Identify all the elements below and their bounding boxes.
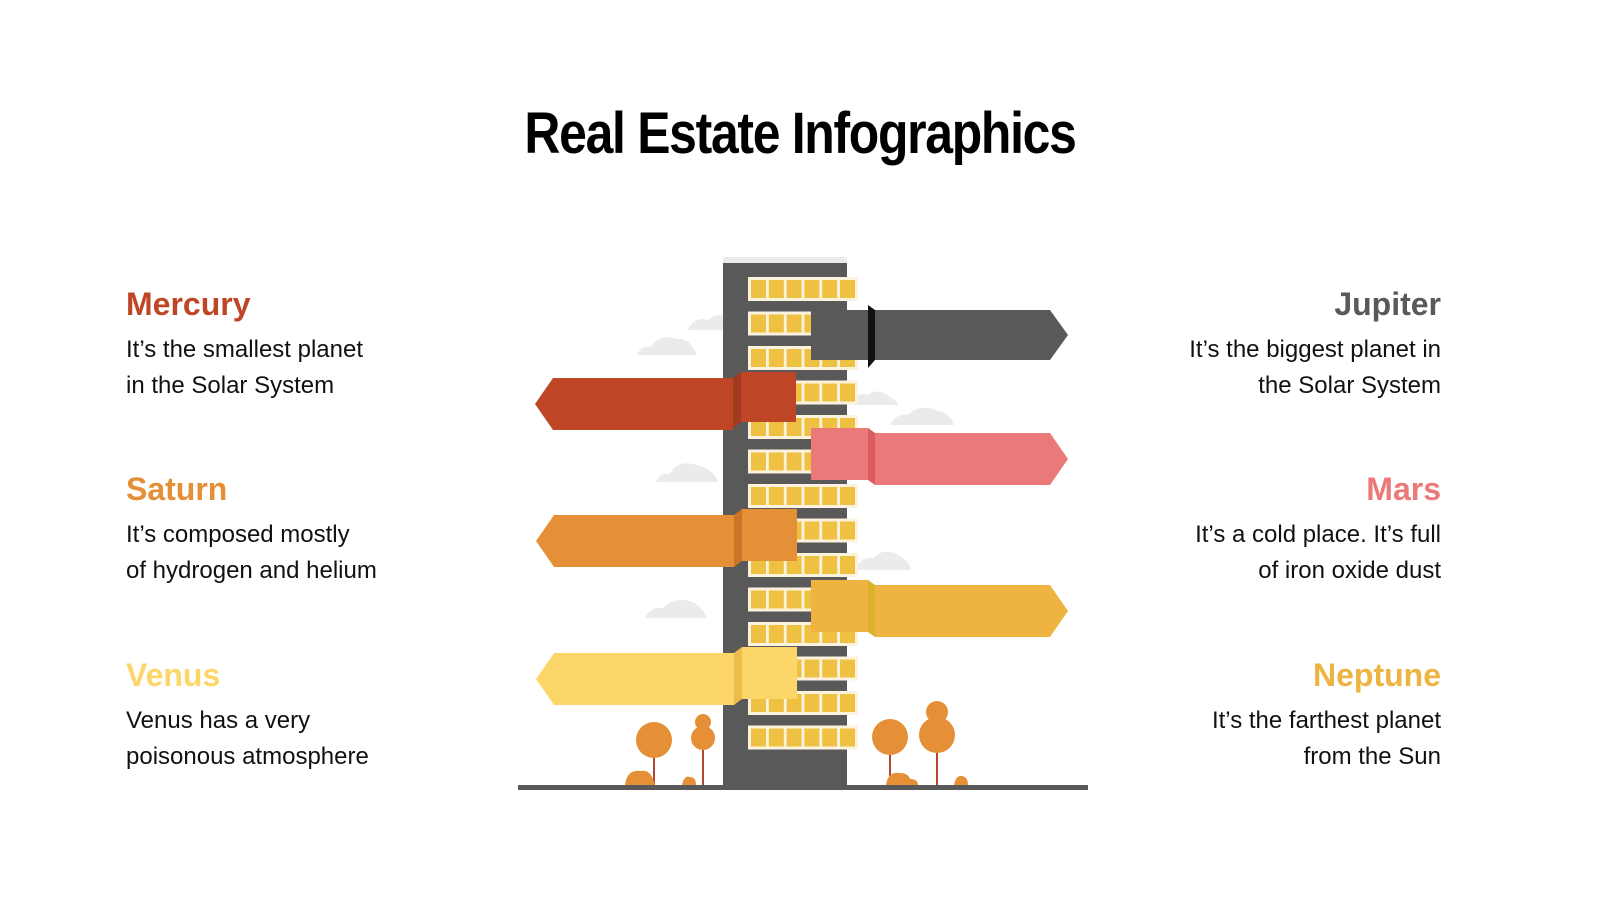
- arrow-sign-jupiter: [811, 305, 1068, 368]
- heading-venus: Venus: [126, 657, 221, 693]
- heading-mars: Mars: [1366, 471, 1441, 507]
- page-title: Real Estate Infographics: [524, 101, 1076, 166]
- info-block-neptune: Neptune It’s the farthest planet from the…: [1121, 655, 1441, 775]
- tree-icon: [625, 714, 715, 785]
- description-neptune: It’s the farthest planet from the Sun: [1121, 703, 1441, 775]
- description-line: It’s composed mostly: [126, 521, 350, 548]
- window-row: [748, 484, 858, 508]
- description-saturn: It’s composed mostly of hydrogen and heli…: [126, 517, 446, 589]
- arrow-sign-venus: [536, 647, 797, 705]
- arrow-sign-saturn: [536, 509, 797, 567]
- description-line: It’s the biggest planet in: [1189, 336, 1441, 363]
- description-line: in the Solar System: [126, 372, 335, 399]
- info-block-saturn: Saturn It’s composed mostly of hydrogen a…: [126, 469, 446, 589]
- cloud-icon: [637, 315, 954, 618]
- description-line: Venus has a very: [126, 707, 311, 734]
- description-line: of iron oxide dust: [1258, 557, 1441, 584]
- heading-mercury: Mercury: [126, 286, 251, 322]
- window-row: [748, 725, 858, 750]
- window-row: [748, 277, 858, 301]
- ground-line: [518, 785, 1088, 790]
- description-line: It’s the farthest planet: [1211, 707, 1441, 734]
- description-line: from the Sun: [1303, 743, 1441, 770]
- arrow-sign-mars: [811, 428, 1068, 485]
- heading-saturn: Saturn: [126, 471, 228, 507]
- description-jupiter: It’s the biggest planet in the Solar Syst…: [1121, 332, 1441, 404]
- description-mars: It’s a cold place. It’s full of iron oxid…: [1121, 517, 1441, 589]
- description-line: the Solar System: [1258, 372, 1441, 399]
- tree-icon: [872, 701, 968, 785]
- info-block-mars: Mars It’s a cold place. It’s full of iron…: [1121, 469, 1441, 589]
- arrow-sign-neptune: [811, 580, 1068, 637]
- description-line: It’s the smallest planet: [126, 336, 364, 363]
- info-block-venus: Venus Venus has a very poisonous atmosphe…: [126, 655, 446, 775]
- description-line: of hydrogen and helium: [126, 557, 377, 584]
- description-line: It’s a cold place. It’s full: [1195, 521, 1441, 548]
- arrow-sign-mercury: [535, 372, 796, 430]
- info-block-mercury: Mercury It’s the smallest planet in the S…: [126, 284, 446, 404]
- heading-jupiter: Jupiter: [1334, 286, 1441, 322]
- description-venus: Venus has a very poisonous atmosphere: [126, 703, 446, 775]
- description-mercury: It’s the smallest planet in the Solar Sys…: [126, 332, 446, 404]
- heading-neptune: Neptune: [1313, 657, 1441, 693]
- info-block-jupiter: Jupiter It’s the biggest planet in the So…: [1121, 284, 1441, 404]
- description-line: poisonous atmosphere: [126, 743, 369, 770]
